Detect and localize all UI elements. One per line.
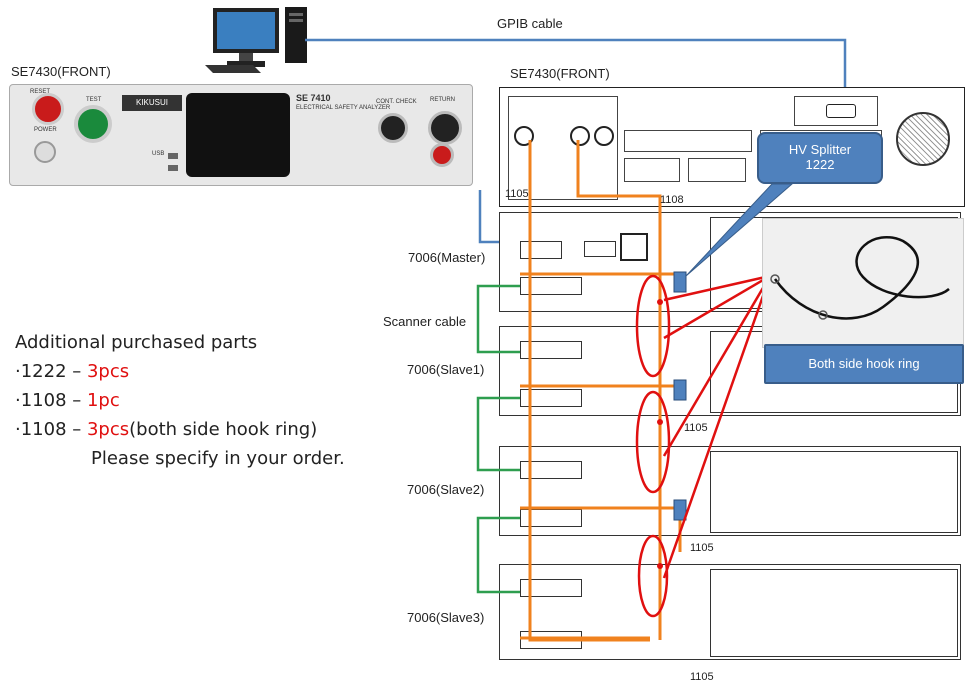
cooling-fan [896,112,950,166]
scanner-input-slave1 [520,341,582,359]
reset-button[interactable] [32,93,64,125]
test-button[interactable] [74,105,112,143]
parts-heading: Additional purchased parts [15,332,258,353]
usb-label: USB [152,151,165,157]
serial-port [584,241,616,257]
cable-1105-low-label: 1105 [690,542,714,554]
cont-check-output-terminal [594,126,614,146]
parts-item-2: ·1108 – 1pc [15,386,345,415]
hv-cable-1105-top [528,140,650,642]
hv-splitter-callout-line1: HV Splitter [788,142,852,157]
display-screen [186,93,290,177]
hook-ring-ellipse-2 [635,390,671,494]
output-panel-slave2 [710,451,958,533]
parts-item-3-code: ·1108 – [15,419,87,440]
scanner-cable-slave2-slave3 [476,516,520,594]
gpib-port [794,96,878,126]
parts-item-3: ·1108 – 3pcs(both side hook ring) [15,415,345,444]
reset-label: RESET [30,89,51,95]
parts-item-2-code: ·1108 – [15,390,87,411]
scanner-slave2-unit [499,446,961,536]
parts-item-1: ·1222 – 3pcs [15,357,345,386]
hv-splitter-slave2 [673,499,687,521]
return-output-terminal [570,126,590,146]
slave1-label: 7006(Slave1) [407,362,485,377]
scanner-input-slave3 [520,579,582,597]
hv-splitter-master [673,271,687,293]
cont-check-label: CONT. CHECK [376,99,417,105]
return-label: RETURN [430,97,455,103]
scanner-cable-label: Scanner cable [383,314,467,329]
instrument-front-panel: RESET TEST POWER KIKUSUI SE 7410 ELECTRI… [9,84,473,186]
hv-terminal[interactable] [430,143,454,167]
cont-check-terminal[interactable] [378,113,408,143]
scanner-output-slave1 [520,389,582,407]
scanner-input-slave2 [520,461,582,479]
usb-port[interactable] [168,153,178,159]
parts-list: Additional purchased parts ·1222 – 3pcs … [15,328,345,473]
output-panel-slave3 [710,569,958,657]
parts-item-1-code: ·1222 – [15,361,87,382]
signal-output-connector [624,158,680,182]
hook-ring-cable-image [770,235,950,320]
pointer-line-4 [663,274,771,302]
parts-item-1-qty: 3pcs [86,361,130,382]
terminal-block [508,96,618,200]
slave3-label: 7006(Slave3) [407,610,485,625]
cable-1105-mid-label: 1105 [684,422,708,434]
hook-ring-ellipse-3 [637,534,669,618]
test-label: TEST [86,97,102,103]
pointer-line-1 [663,274,771,340]
scanner-connector-master [520,277,582,295]
splitter-callout-tail [685,183,794,277]
model-subtitle: ELECTRICAL SAFETY ANALYZER [296,105,391,111]
power-label: POWER [34,127,57,133]
scanner-connector-2 [624,130,752,152]
cable-1105-bottom-label: 1105 [690,671,714,683]
se7430-front-right-label: SE7430(FRONT) [510,66,610,81]
usb-port-2[interactable] [168,165,178,171]
signal-input-connector [688,158,746,182]
parts-item-2-qty: 1pc [86,390,120,411]
hook-ring-callout-text: Both side hook ring [808,356,920,371]
hook-ring-callout: Both side hook ring [764,344,964,384]
master-label: 7006(Master) [408,250,486,265]
gpib-cable-label: GPIB cable [497,16,563,31]
model-label: SE 7410 [296,93,331,103]
power-inlet [620,233,648,261]
gpib-cable-line [305,38,847,108]
hv-splitter-slave1 [673,379,687,401]
hook-ring-ellipse-1 [635,274,671,378]
computer-icon [205,7,307,73]
hv-splitter-callout-line2: 1222 [805,157,835,172]
parts-footer: Please specify in your order. [91,448,345,469]
hv-cable-1108 [576,140,662,640]
parts-item-3-qty: 3pcs [86,419,130,440]
power-switch[interactable] [34,141,56,163]
hook-ring-photo [762,218,964,348]
scanner-cable-master-slave1 [476,284,520,354]
se7430-front-left-label: SE7430(FRONT) [11,64,111,79]
parts-item-3-note: (both side hook ring) [129,419,318,440]
pointer-line-2 [662,275,772,457]
hv-splitter-callout: HV Splitter 1222 [757,132,883,184]
scanner-cable-slave1-slave2 [476,396,520,472]
gpib-connector [826,104,856,118]
gpib-input-port [520,241,562,259]
cable-1105-top-label: 1105 [505,188,529,200]
pointer-line-3 [662,275,772,579]
cable-1108-label: 1108 [660,194,684,206]
slave2-label: 7006(Slave2) [407,482,485,497]
brand-logo: KIKUSUI [122,95,182,111]
scanner-slave3-unit [499,564,961,660]
